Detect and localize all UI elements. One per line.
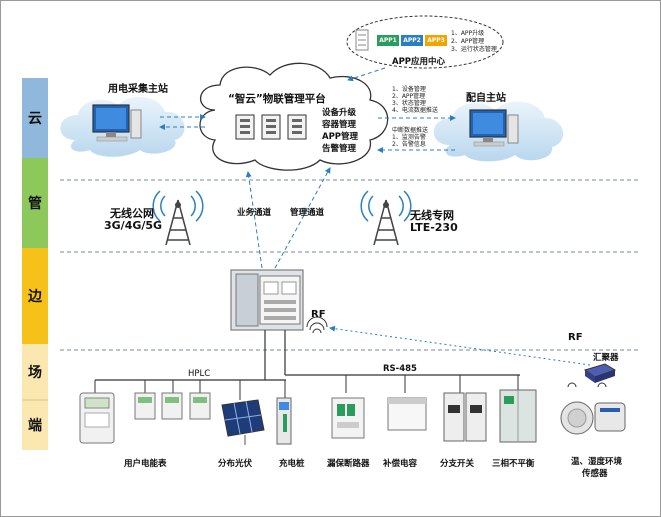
device-label-breaker: 漏保断路器 — [327, 459, 370, 469]
business-channel-label: 业务通道 — [237, 208, 272, 218]
app-list-2: 2、APP管理 — [451, 38, 485, 45]
management-channel-label: 管理通道 — [290, 208, 325, 218]
app-box-1: APP1 — [377, 35, 399, 46]
right-note-top-1: 1、设备管理 — [392, 86, 426, 93]
platform-feature-2: 容器管理 — [322, 120, 357, 130]
imbalance-cabinet — [499, 389, 537, 443]
device-label-charger: 充电桩 — [279, 459, 305, 469]
platform-feature-1: 设备升级 — [322, 108, 357, 118]
platform-feature-4: 告警管理 — [322, 144, 357, 154]
device-label-capacitor: 补偿电容 — [383, 459, 418, 469]
rf-label-edge: RF — [311, 309, 326, 320]
right-network-line1: 无线专网 — [410, 209, 454, 222]
layer-label-edge: 边 — [28, 289, 42, 305]
right-note-top-4: 4、电流数据推送 — [392, 107, 438, 114]
right-station-title: 配自主站 — [466, 93, 506, 104]
layer-bar-edge — [22, 248, 48, 344]
app-box-2: APP2 — [401, 35, 423, 46]
app-list-3: 3、运行状态管理 — [451, 46, 497, 53]
right-note-bottom-3: 2、告警信息 — [392, 141, 426, 148]
concentrator-icon — [583, 363, 617, 383]
breaker — [331, 397, 365, 439]
edge-terminal-box — [230, 269, 304, 331]
branch-switch — [443, 392, 487, 442]
platform-feature-3: APP管理 — [322, 132, 359, 142]
device-label-switch: 分支开关 — [440, 459, 475, 469]
layer-label-end: 端 — [28, 418, 42, 434]
right-note-bottom-2: 1、监测告警 — [392, 134, 426, 141]
layer-bar-end — [22, 400, 48, 450]
concentrator-label: 汇聚器 — [593, 353, 619, 363]
sensor-label-line1: 温、湿度环境 — [571, 457, 623, 467]
sensor-label-line2: 传感器 — [582, 469, 608, 479]
left-station-title: 用电采集主站 — [108, 84, 168, 95]
meter-main — [79, 392, 115, 444]
app-center-title: APP应用中心 — [392, 57, 446, 67]
layer-bar-cloud — [22, 78, 48, 158]
capacitor — [387, 397, 427, 431]
tower-left — [152, 190, 204, 246]
meters-small — [134, 392, 211, 420]
device-label-meter: 用户电能表 — [124, 459, 167, 469]
layer-bar-pipe — [22, 158, 48, 248]
device-label-pv: 分布光伏 — [218, 459, 253, 469]
app-box-3: APP3 — [425, 35, 447, 46]
layer-bar-field — [22, 344, 48, 400]
computer-icon-right — [469, 109, 519, 147]
left-network-line1: 无线公网 — [110, 207, 154, 220]
charging-pile — [276, 397, 292, 445]
right-network-line2: LTE-230 — [410, 221, 458, 234]
tower-right — [360, 190, 412, 246]
layer-label-cloud: 云 — [28, 111, 42, 127]
rf-label-concentrator: RF — [568, 332, 583, 343]
right-note-top-3: 3、状态管理 — [392, 100, 426, 107]
right-note-bottom-1: 中断数据推送 — [392, 127, 429, 134]
hplc-label: HPLC — [188, 369, 211, 379]
solar-panel — [221, 399, 265, 445]
left-network-line2: 3G/4G/5G — [104, 219, 163, 232]
layer-label-pipe: 管 — [28, 196, 42, 212]
sensor-icons — [560, 382, 626, 435]
rs485-label: RS-485 — [383, 364, 417, 374]
server-icons — [235, 114, 307, 140]
platform-title: “智云”物联管理平台 — [228, 93, 326, 105]
right-note-top-2: 2、APP管理 — [392, 93, 426, 100]
computer-icon — [92, 104, 142, 142]
device-label-imbalance: 三相不平衡 — [492, 459, 535, 469]
app-list-1: 1、APP升级 — [451, 30, 485, 37]
layer-label-field: 场 — [28, 365, 42, 381]
